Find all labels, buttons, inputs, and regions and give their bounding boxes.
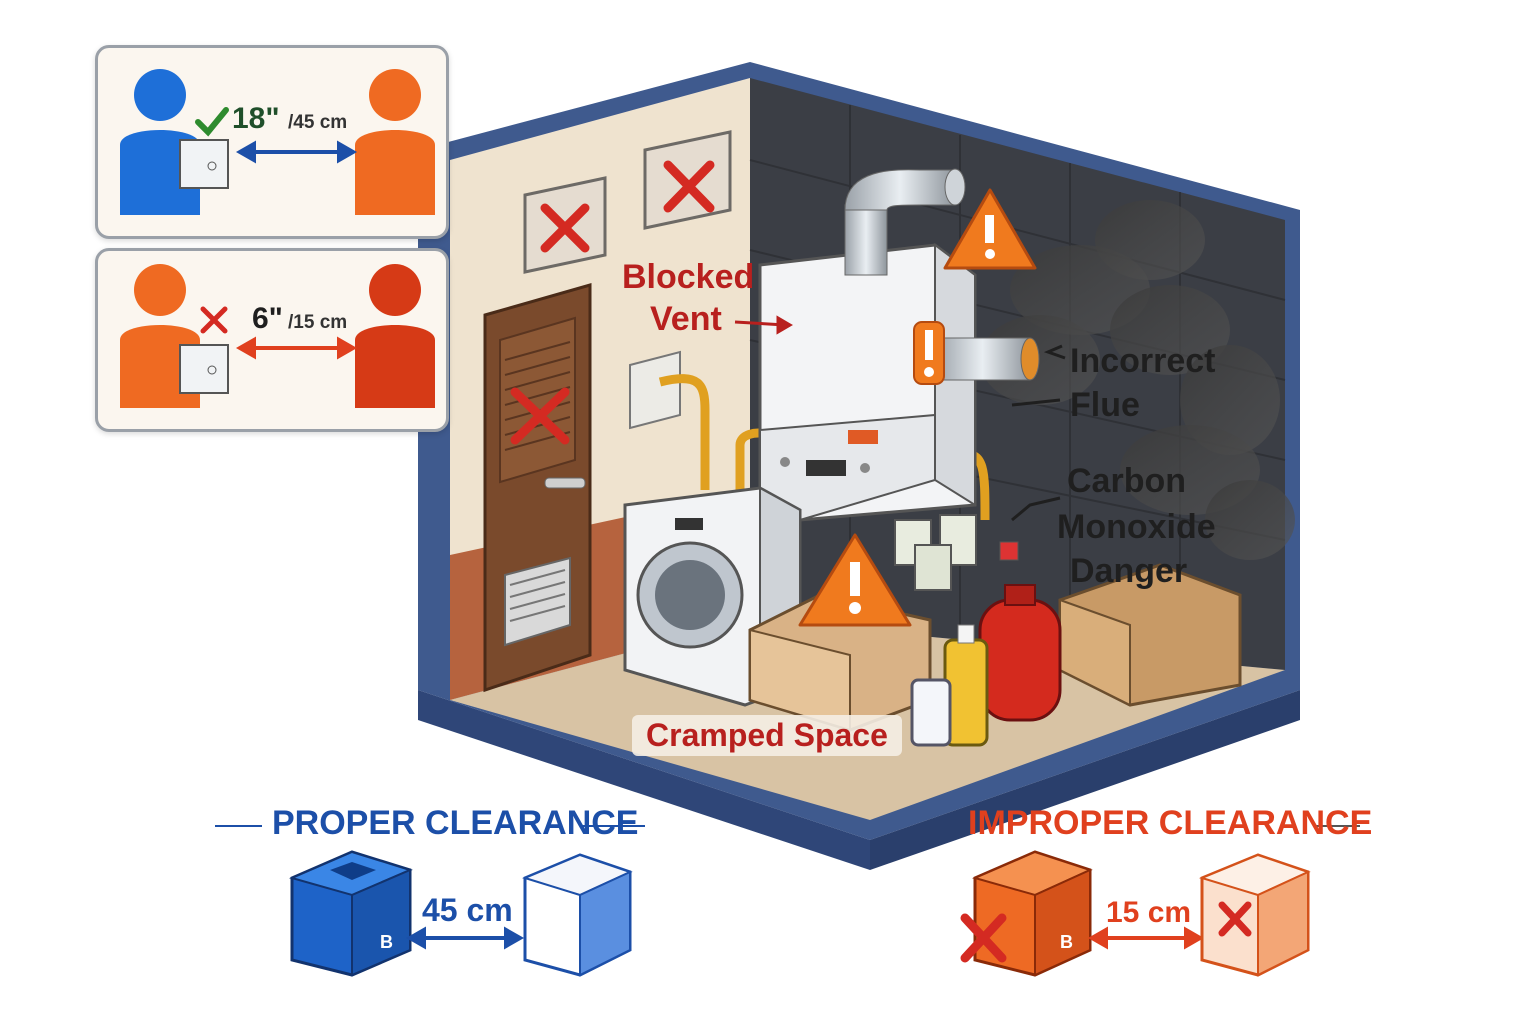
proper-clearance-panel [95,45,449,239]
clearance-cube-icon [522,853,633,977]
annotation-arrow [1011,344,1066,522]
proper-distance-unit: /45 cm [288,112,348,133]
incorrect-flue-label-line2: Flue [1070,386,1140,424]
cardboard-box [1058,563,1242,707]
door [483,283,592,693]
x-mark-icon [663,160,715,213]
improper-distance-unit: /15 cm [288,312,348,333]
carbon-monoxide-label-line1: Carbon [1067,462,1186,500]
proper-clearance-distance: 45 cm [422,892,513,928]
appliance-cube-icon [289,850,413,977]
appliance-letter: B [380,932,393,952]
cramped-space-label: Cramped Space [632,715,902,756]
annotation-arrow [734,315,793,335]
furnace [758,243,977,522]
gas-canister [978,584,1062,722]
proper-distance-value: 18" [232,102,280,135]
double-arrow [405,926,525,950]
chemical-bottles [910,624,989,747]
improper-clearance-distance: 15 cm [1106,896,1192,929]
incorrect-flue-label-line1: Incorrect [1070,342,1216,380]
x-mark-icon [510,387,570,445]
double-arrow [1087,926,1205,950]
appliance-cube-icon [972,850,1093,977]
proper-clearance-title: PROPER CLEARANCE [272,804,639,842]
furnace-exhaust-pipe [844,168,966,276]
incorrect-flue-pipe [934,337,1040,381]
x-mark-icon [960,913,1007,963]
improper-clearance-panel [95,248,449,432]
improper-distance-value: 6" [252,302,283,335]
paint-cans [894,514,1019,591]
x-mark-icon [1218,901,1252,937]
gas-pipe [658,374,710,490]
x-mark-icon [540,203,590,253]
warning-sign-icon [913,321,945,385]
warning-sign-icon [798,533,912,627]
blocked-vent-label-line2: Vent [650,300,722,338]
wall-outlet [629,350,681,430]
carbon-monoxide-label-line2: Monoxide [1057,508,1216,546]
warning-sign-icon [943,188,1037,270]
clearance-cube-icon [1199,853,1311,977]
blocked-vent-label-line1: Blocked [622,258,755,296]
carbon-monoxide-label-line3: Danger [1070,552,1188,590]
appliance-letter: B [1060,932,1073,952]
improper-clearance-title: IMPROPER CLEARANCE [968,804,1373,842]
